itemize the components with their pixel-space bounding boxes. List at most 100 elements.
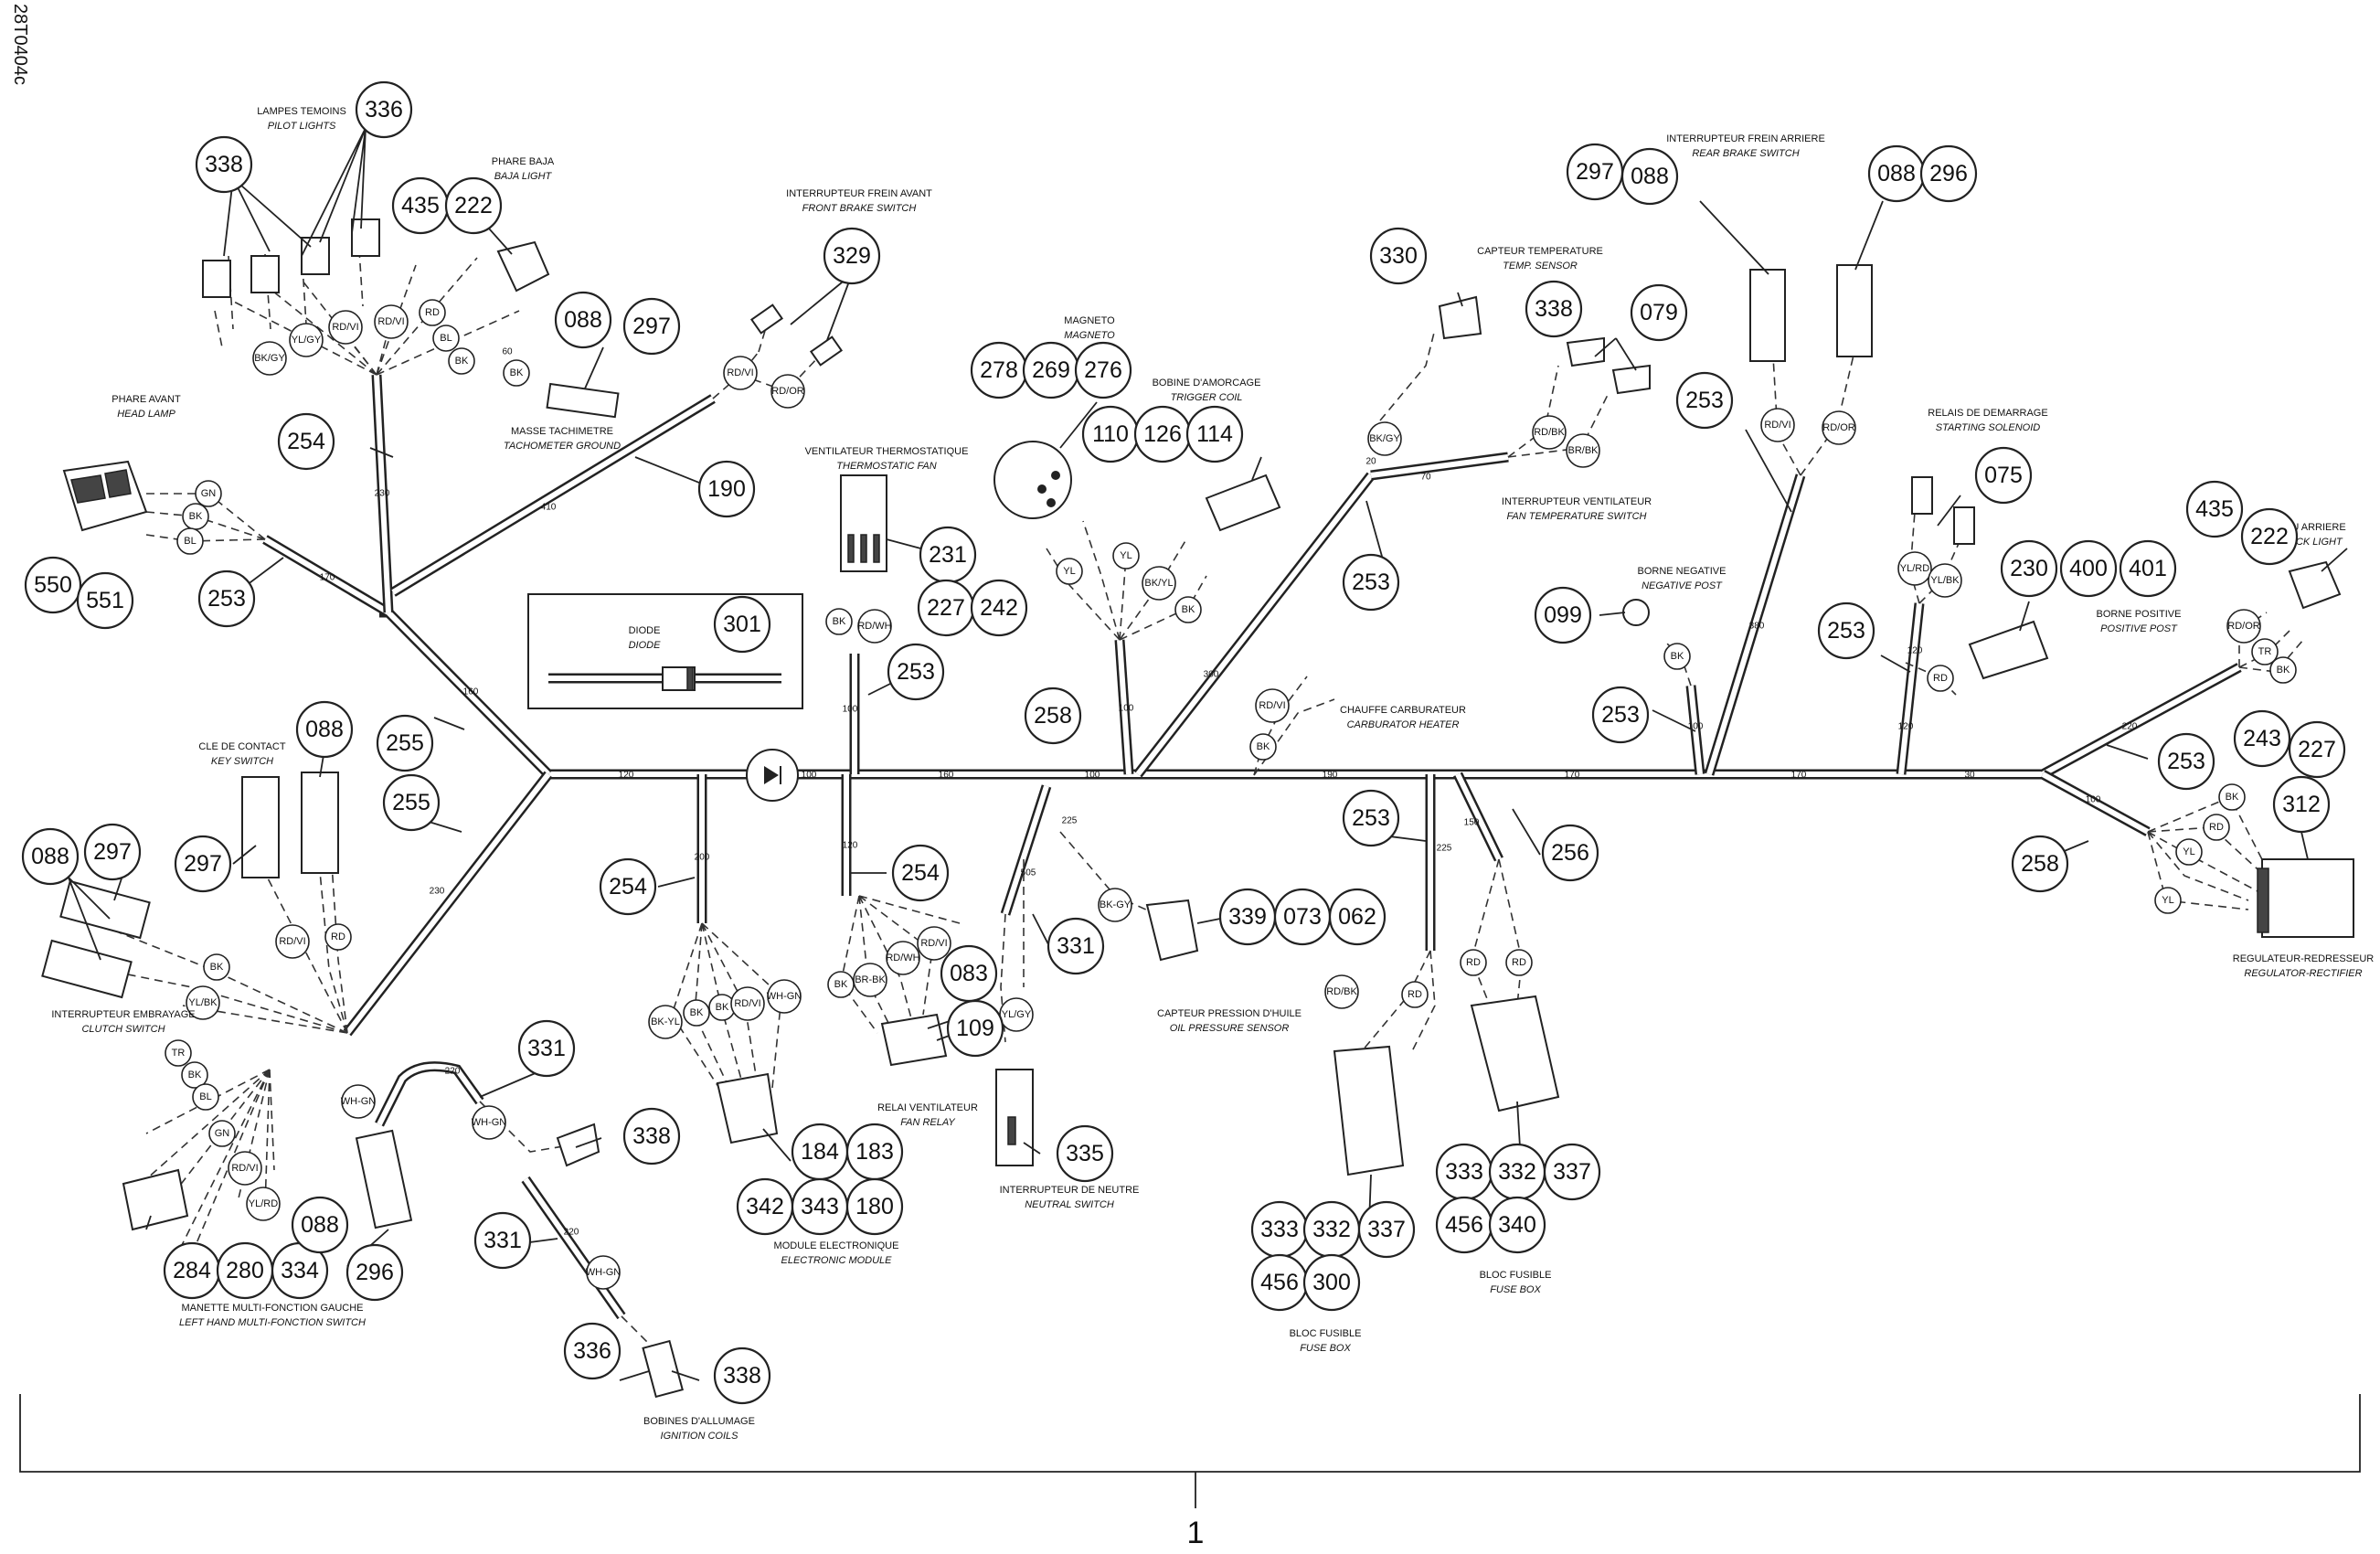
label-en: REGULATOR-RECTIFIER: [2244, 968, 2362, 979]
temp-sensor-connector: [1438, 295, 1482, 340]
label-fr: MASSE TACHIMETRE: [511, 426, 613, 437]
label-en: BACK LIGHT: [2282, 537, 2343, 548]
svg-text:YL/GY: YL/GY: [292, 335, 322, 346]
part-callout: 088: [554, 291, 612, 349]
segment-length: 160: [463, 687, 479, 697]
part-callout: 227: [2288, 720, 2346, 779]
svg-text:334: 334: [281, 1258, 319, 1283]
part-callout: 330: [1369, 227, 1428, 285]
segment-length: 225: [1062, 816, 1078, 826]
svg-text:253: 253: [1352, 569, 1390, 595]
part-callout: 456: [1250, 1253, 1309, 1312]
part-callout: 269: [1022, 341, 1080, 399]
part-callout: 253: [1591, 686, 1650, 744]
segment-length: 300: [1204, 670, 1219, 680]
svg-text:258: 258: [1034, 703, 1072, 729]
segment-length: 380: [1749, 622, 1765, 632]
svg-text:550: 550: [34, 572, 72, 598]
svg-text:WH-GN: WH-GN: [472, 1117, 507, 1128]
svg-text:243: 243: [2243, 726, 2281, 751]
svg-text:YL: YL: [2183, 846, 2194, 857]
svg-text:297: 297: [93, 839, 132, 865]
part-callout: 253: [1817, 601, 1875, 660]
solenoid-terminal: [1953, 506, 1975, 545]
svg-text:329: 329: [833, 243, 871, 269]
svg-text:338: 338: [632, 1123, 671, 1149]
clutch-switch-connector: [59, 879, 151, 940]
part-callouts: 336 338 435 222 088 297 329 278 269 276 …: [21, 80, 2346, 1405]
segment-length: 505: [1021, 868, 1036, 878]
label-fr: LAMPES TEMOINS: [257, 106, 346, 117]
svg-text:400: 400: [2069, 556, 2108, 581]
label-fr: PHARE AVANT: [112, 394, 181, 405]
segment-length: 120: [1898, 722, 1914, 732]
part-callout: 184: [791, 1123, 849, 1181]
svg-text:YL: YL: [1120, 550, 1132, 561]
svg-text:255: 255: [392, 790, 430, 815]
part-callout: 109: [946, 999, 1004, 1058]
svg-text:253: 253: [1352, 805, 1390, 831]
svg-text:456: 456: [1445, 1212, 1483, 1238]
label-en: CLUTCH SWITCH: [81, 1024, 165, 1035]
rear-brake-switch-connector: [1749, 269, 1786, 362]
label-en: FUSE BOX: [1300, 1343, 1351, 1354]
wire-code: WH-GN: [341, 1084, 376, 1119]
svg-text:RD/VI: RD/VI: [727, 367, 753, 378]
positive-post-terminal: [1968, 620, 2049, 680]
label-fr: PHARE BAJA: [492, 156, 555, 167]
label-fr: BLOC FUSIBLE: [1480, 1270, 1552, 1281]
label-fr: BOBINE D'AMORCAGE: [1153, 378, 1261, 388]
lh-multifunction-connector: [122, 1168, 189, 1231]
magneto-pin-icon: [1037, 484, 1047, 494]
segment-length: 100: [802, 771, 817, 781]
svg-text:312: 312: [2282, 792, 2321, 817]
label-fr: INTERRUPTEUR FREIN AVANT: [786, 188, 932, 199]
part-callout: 337: [1357, 1200, 1416, 1259]
svg-text:331: 331: [527, 1036, 566, 1061]
wire-code: BK: [2218, 783, 2246, 811]
svg-text:YL/RD: YL/RD: [249, 1198, 278, 1209]
fan-switch-connector: [1566, 336, 1605, 367]
svg-text:WH-GN: WH-GN: [586, 1267, 622, 1278]
part-callout: 230: [2000, 539, 2058, 598]
label-en: REAR BRAKE SWITCH: [1692, 148, 1799, 159]
part-callout: 336: [563, 1322, 622, 1380]
part-callout: 332: [1302, 1200, 1361, 1259]
wire-code: BK: [181, 1061, 208, 1089]
electronic-module-connector: [716, 1072, 779, 1144]
wire-code: RD: [2203, 814, 2230, 841]
svg-text:280: 280: [226, 1258, 264, 1283]
neutral-pin-icon: [1007, 1116, 1016, 1145]
svg-text:190: 190: [707, 476, 746, 502]
segment-length: 120: [1907, 646, 1923, 656]
svg-text:RD: RD: [1512, 957, 1526, 968]
label-fr: BORNE NEGATIVE: [1638, 566, 1727, 577]
part-callout: 284: [163, 1241, 221, 1300]
svg-text:BK: BK: [1257, 741, 1270, 752]
wire-code: RD/VI: [328, 310, 363, 345]
svg-text:BK: BK: [1182, 604, 1195, 615]
svg-text:297: 297: [184, 851, 222, 877]
svg-text:RD/BK: RD/BK: [1326, 986, 1357, 997]
svg-text:340: 340: [1498, 1212, 1536, 1238]
svg-text:435: 435: [401, 193, 440, 218]
part-callout: 062: [1328, 888, 1387, 946]
svg-text:GN: GN: [215, 1128, 230, 1139]
svg-text:TR: TR: [2258, 646, 2272, 657]
wire-code: BK: [708, 994, 736, 1021]
svg-text:300: 300: [1312, 1270, 1351, 1295]
rear-brake-switch-connector: [1836, 264, 1873, 357]
segment-length: 120: [619, 771, 634, 781]
part-callout: 337: [1543, 1143, 1601, 1201]
label-en: KEY SWITCH: [211, 756, 273, 767]
svg-text:BR/BK: BR/BK: [1567, 445, 1599, 456]
svg-text:BK: BK: [188, 1070, 202, 1080]
svg-text:343: 343: [801, 1194, 839, 1219]
segment-length: 220: [2122, 722, 2138, 732]
label-fr: MAGNETO: [1064, 315, 1115, 326]
part-callout: 342: [736, 1177, 794, 1236]
wire-code: RD: [1927, 665, 1954, 692]
svg-text:BK/GY: BK/GY: [254, 353, 285, 364]
diode-arrow-icon: [764, 766, 779, 784]
part-callout: 258: [2011, 835, 2069, 893]
